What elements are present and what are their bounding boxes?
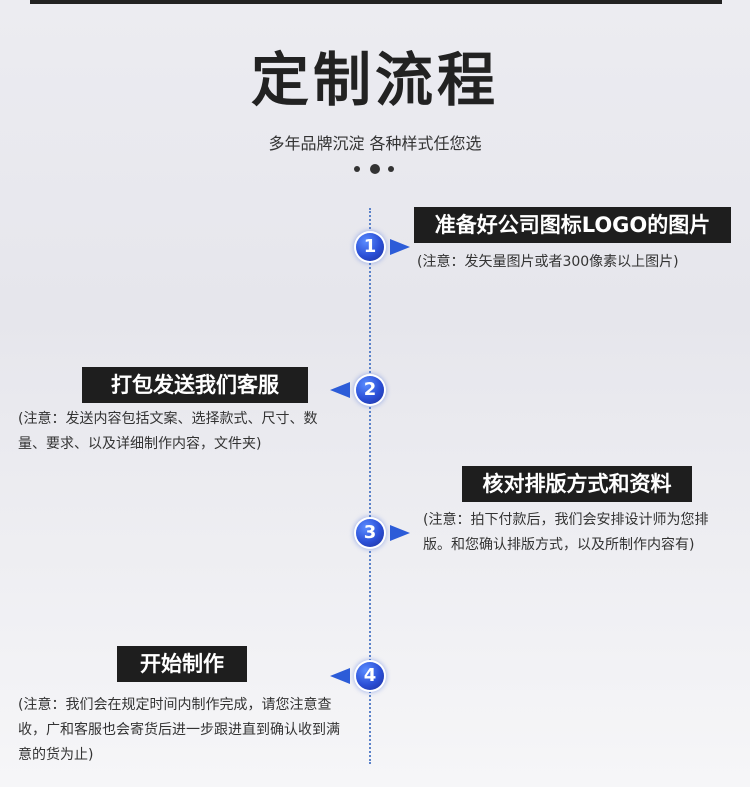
step-number-badge: 1 — [356, 233, 384, 261]
step-note: (注意：我们会在规定时间内制作完成，请您注意查收，广和客服也会寄货后进一步跟进直… — [18, 697, 340, 763]
timeline-line — [369, 208, 371, 764]
arrow-left-icon — [330, 668, 350, 684]
dot-icon — [354, 166, 360, 172]
arrow-left-icon — [330, 382, 350, 398]
page-title: 定制流程 — [250, 46, 499, 114]
step-label: 准备好公司图标LOGO的图片 — [414, 207, 731, 243]
step-note: (注意：拍下付款后，我们会安排设计师为您排版。和您确认排版方式，以及所制作内容有… — [423, 512, 709, 553]
step-label: 核对排版方式和资料 — [462, 466, 692, 502]
decorative-dots — [352, 163, 398, 175]
page-subtitle: 多年品牌沉淀 各种样式任您选 — [268, 134, 482, 153]
step-number-badge: 4 — [356, 662, 384, 690]
step-label: 开始制作 — [117, 646, 247, 682]
step-label: 打包发送我们客服 — [82, 367, 308, 403]
top-divider-bar — [30, 0, 722, 4]
step-number-badge: 3 — [356, 519, 384, 547]
step-note: (注意：发送内容包括文案、选择款式、尺寸、数量、要求、以及详细制作内容，文件夹) — [18, 411, 318, 452]
arrow-right-icon — [390, 525, 410, 541]
step-note: (注意：发矢量图片或者300像素以上图片) — [417, 254, 679, 270]
dot-icon — [370, 164, 380, 174]
arrow-right-icon — [390, 239, 410, 255]
dot-icon — [388, 166, 394, 172]
step-number-badge: 2 — [356, 376, 384, 404]
